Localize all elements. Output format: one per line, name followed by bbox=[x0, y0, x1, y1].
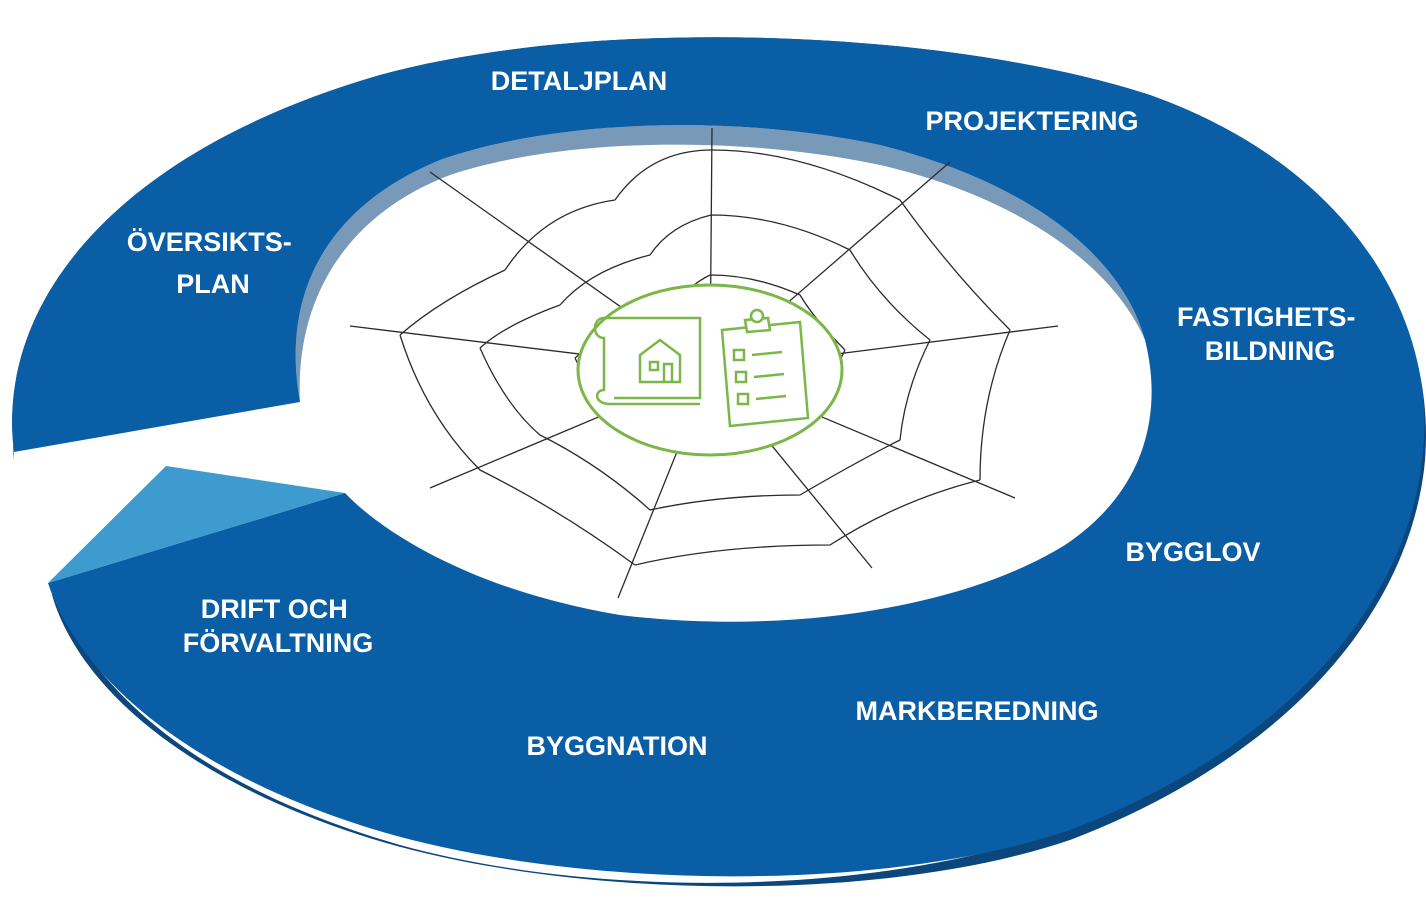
stage-label-detaljplan: DETALJPLAN bbox=[491, 66, 668, 96]
stage-label-markberedning: MARKBEREDNING bbox=[856, 696, 1099, 726]
house-blueprint-icon bbox=[593, 316, 702, 406]
clipboard-checklist-icon bbox=[720, 308, 810, 428]
stage-label-bygglov: BYGGLOV bbox=[1125, 537, 1260, 567]
process-ring bbox=[12, 37, 1425, 877]
stage-label-byggnation: BYGGNATION bbox=[527, 731, 708, 761]
stage-label-projektering: PROJEKTERING bbox=[925, 106, 1138, 136]
ring-start-tip bbox=[48, 466, 345, 583]
stage-label-drift-och-forvaltning: DRIFT OCH FÖRVALTNING bbox=[183, 594, 374, 658]
stage-label-fastighetsbildning: FASTIGHETS- BILDNING bbox=[1177, 302, 1363, 366]
stage-label-oversiktsplan: ÖVERSIKTS- PLAN bbox=[127, 227, 300, 299]
center-emblem bbox=[576, 283, 844, 457]
